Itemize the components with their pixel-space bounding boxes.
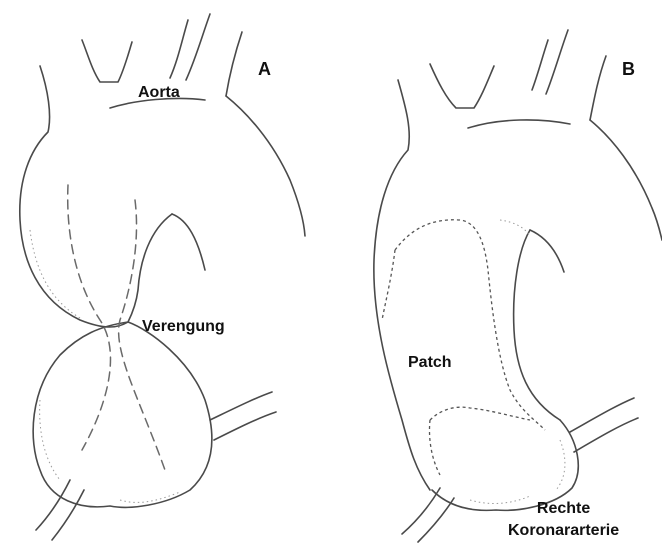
panel-a-letter: A — [258, 60, 271, 80]
right-coronary-artery-label: Rechte Koronararterie — [508, 498, 619, 541]
narrowing-label: Verengung — [142, 318, 225, 336]
panel-b-drawing — [374, 30, 662, 542]
aorta-label: Aorta — [138, 84, 180, 102]
panel-b-letter: B — [622, 60, 635, 80]
patch-label: Patch — [408, 354, 452, 372]
